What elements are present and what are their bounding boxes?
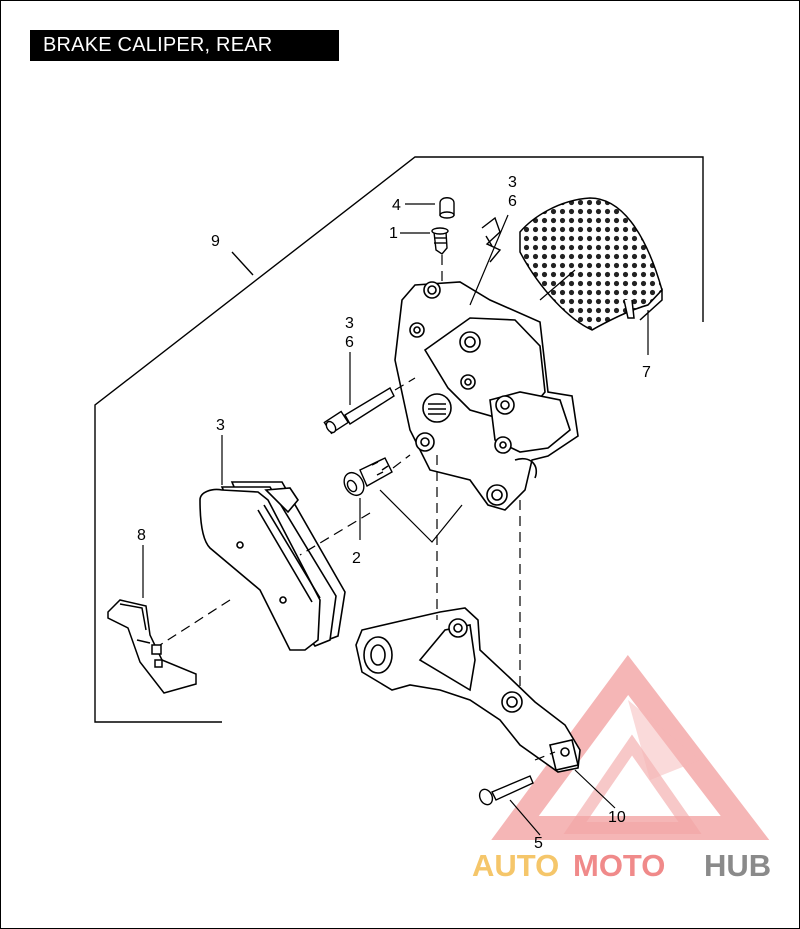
callout-4: 4 xyxy=(392,197,401,214)
watermark-moto: MOTO xyxy=(573,848,665,883)
alignment-lines xyxy=(159,255,556,761)
watermark-text: AUTO MOTO HUB xyxy=(472,848,771,883)
callout-7: 7 xyxy=(642,364,651,381)
leader-lines xyxy=(142,203,649,836)
page-title: BRAKE CALIPER, REAR xyxy=(30,30,339,61)
callout-6-top: 6 xyxy=(508,193,517,210)
watermark-hub: HUB xyxy=(704,848,771,883)
watermark-auto: AUTO xyxy=(472,848,559,883)
callout-5: 5 xyxy=(534,835,543,852)
bleeder-cap xyxy=(439,197,455,219)
assembly-bracket xyxy=(94,156,704,723)
callout-3-top: 3 xyxy=(508,174,517,191)
pad-shim xyxy=(519,197,663,331)
mounting-bolt xyxy=(343,457,393,497)
callout-labels: 1 2 3 3 3 4 5 6 6 7 8 9 10 xyxy=(137,174,651,852)
caliper-body xyxy=(394,281,579,511)
bracket-pin xyxy=(478,775,534,806)
callout-1: 1 xyxy=(389,225,398,242)
callout-3-left: 3 xyxy=(345,315,354,332)
bleeder-screw xyxy=(431,227,449,255)
brake-pads xyxy=(199,481,346,651)
callout-6-left: 6 xyxy=(345,334,354,351)
pad-pin xyxy=(323,387,395,435)
callout-10: 10 xyxy=(608,809,626,826)
mounting-bracket xyxy=(355,607,581,773)
callout-3-pads: 3 xyxy=(216,417,225,434)
callout-8: 8 xyxy=(137,527,146,544)
callout-2: 2 xyxy=(352,550,361,567)
pad-retainer-clip xyxy=(107,599,197,694)
callout-9: 9 xyxy=(211,233,220,250)
anti-rattle-spring xyxy=(481,216,502,263)
